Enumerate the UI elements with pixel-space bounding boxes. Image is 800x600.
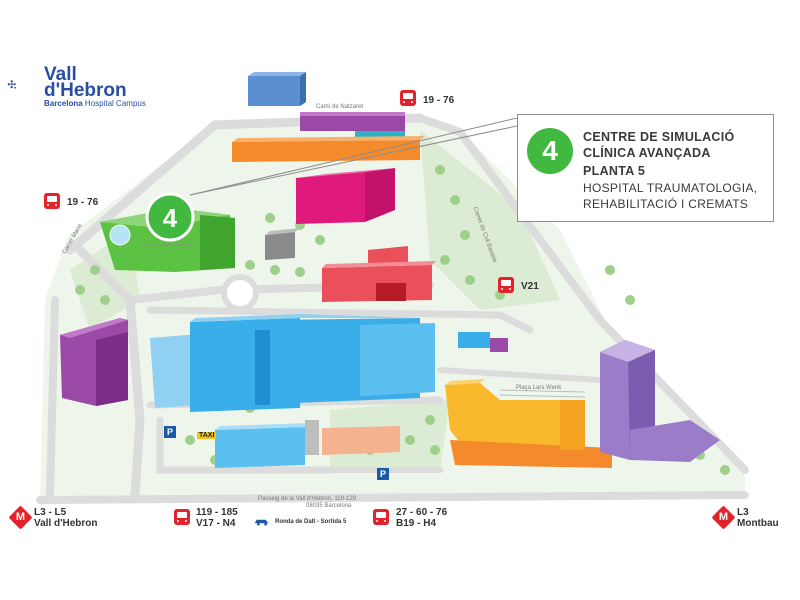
metro-right-line: L3: [737, 507, 749, 518]
logo-line2: d'Hebron: [44, 80, 127, 101]
building-magenta: [296, 168, 395, 224]
bus-icon-right: [498, 277, 514, 293]
callout-leader: [189, 117, 518, 196]
bus-label-bottom-2a: 27 - 60 - 76: [396, 507, 448, 518]
bus-icon-bottom-2: [373, 509, 389, 525]
marker-4: [145, 192, 195, 242]
metro-right-name: Montbau: [737, 518, 779, 529]
vall-hebron-logo: [7, 80, 16, 89]
street-bottom-2: 08035 Barcelona: [306, 503, 352, 509]
street-plaza: Plaça Lars Wenk: [516, 385, 562, 391]
callout-number: 4: [527, 128, 573, 174]
parking-icon-1: P: [164, 426, 176, 438]
street-top: Camí de Natzaret: [316, 104, 364, 110]
building-blue-lower: [215, 423, 310, 468]
bus-icon-top-left: [44, 193, 60, 209]
roundabout: [221, 274, 259, 312]
metro-left-line: L3 - L5: [34, 507, 67, 518]
metro-icon-left: M: [8, 505, 33, 530]
bus-label-bottom-1b: V17 - N4: [196, 518, 236, 529]
building-yellow-orange: [445, 379, 612, 468]
callout-description: HOSPITAL TRAUMATOLOGIA, REHABILITACIÓ I …: [583, 181, 758, 211]
bus-label-bottom-2b: B19 - H4: [396, 518, 437, 529]
metro-left-name: Vall d'Hebron: [34, 518, 98, 529]
car-icon: [254, 519, 269, 526]
building-grey: [265, 228, 300, 260]
bus-label-bottom-1a: 119 - 185: [196, 507, 238, 518]
logo-sub-bold: Barcelona: [44, 99, 83, 108]
street-bottom-1: Passeig de la Vall d'Hebron, 119-129: [258, 496, 356, 502]
building-small-blue: [458, 332, 508, 352]
bus-label-top-left: 19 - 76: [67, 197, 99, 208]
bus-icon-bottom-1: [174, 509, 190, 525]
metro-icon-right: M: [711, 505, 736, 530]
building-purple-left: [60, 318, 128, 406]
logo-sub-text: Hospital Campus: [84, 99, 146, 108]
logo-line1: Vall: [44, 64, 77, 85]
bus-icon-top-right: [400, 90, 416, 106]
building-purple-top: [300, 112, 405, 139]
logo-subtitle: Barcelona Hospital Campus: [44, 99, 146, 108]
building-peach: [305, 420, 400, 455]
bus-label-top-right: 19 - 76: [423, 95, 455, 106]
marker-number: 4: [163, 203, 178, 233]
bus-label-right: V21: [521, 281, 539, 292]
parking-icon-2: P: [377, 468, 389, 480]
building-lavender-tower: [600, 340, 720, 462]
building-orange-top: [232, 136, 425, 162]
building-top-blue: [248, 72, 306, 106]
building-red: [322, 246, 436, 302]
building-blue-main: [150, 314, 435, 412]
callout-floor: PLANTA 5: [583, 164, 646, 178]
taxi-icon: TAXI: [197, 432, 217, 439]
car-label: Ronda de Dalt - Sortida 5: [275, 519, 347, 525]
callout-title: CENTRE DE SIMULACIÓ CLÍNICA AVANÇADA: [583, 130, 735, 160]
